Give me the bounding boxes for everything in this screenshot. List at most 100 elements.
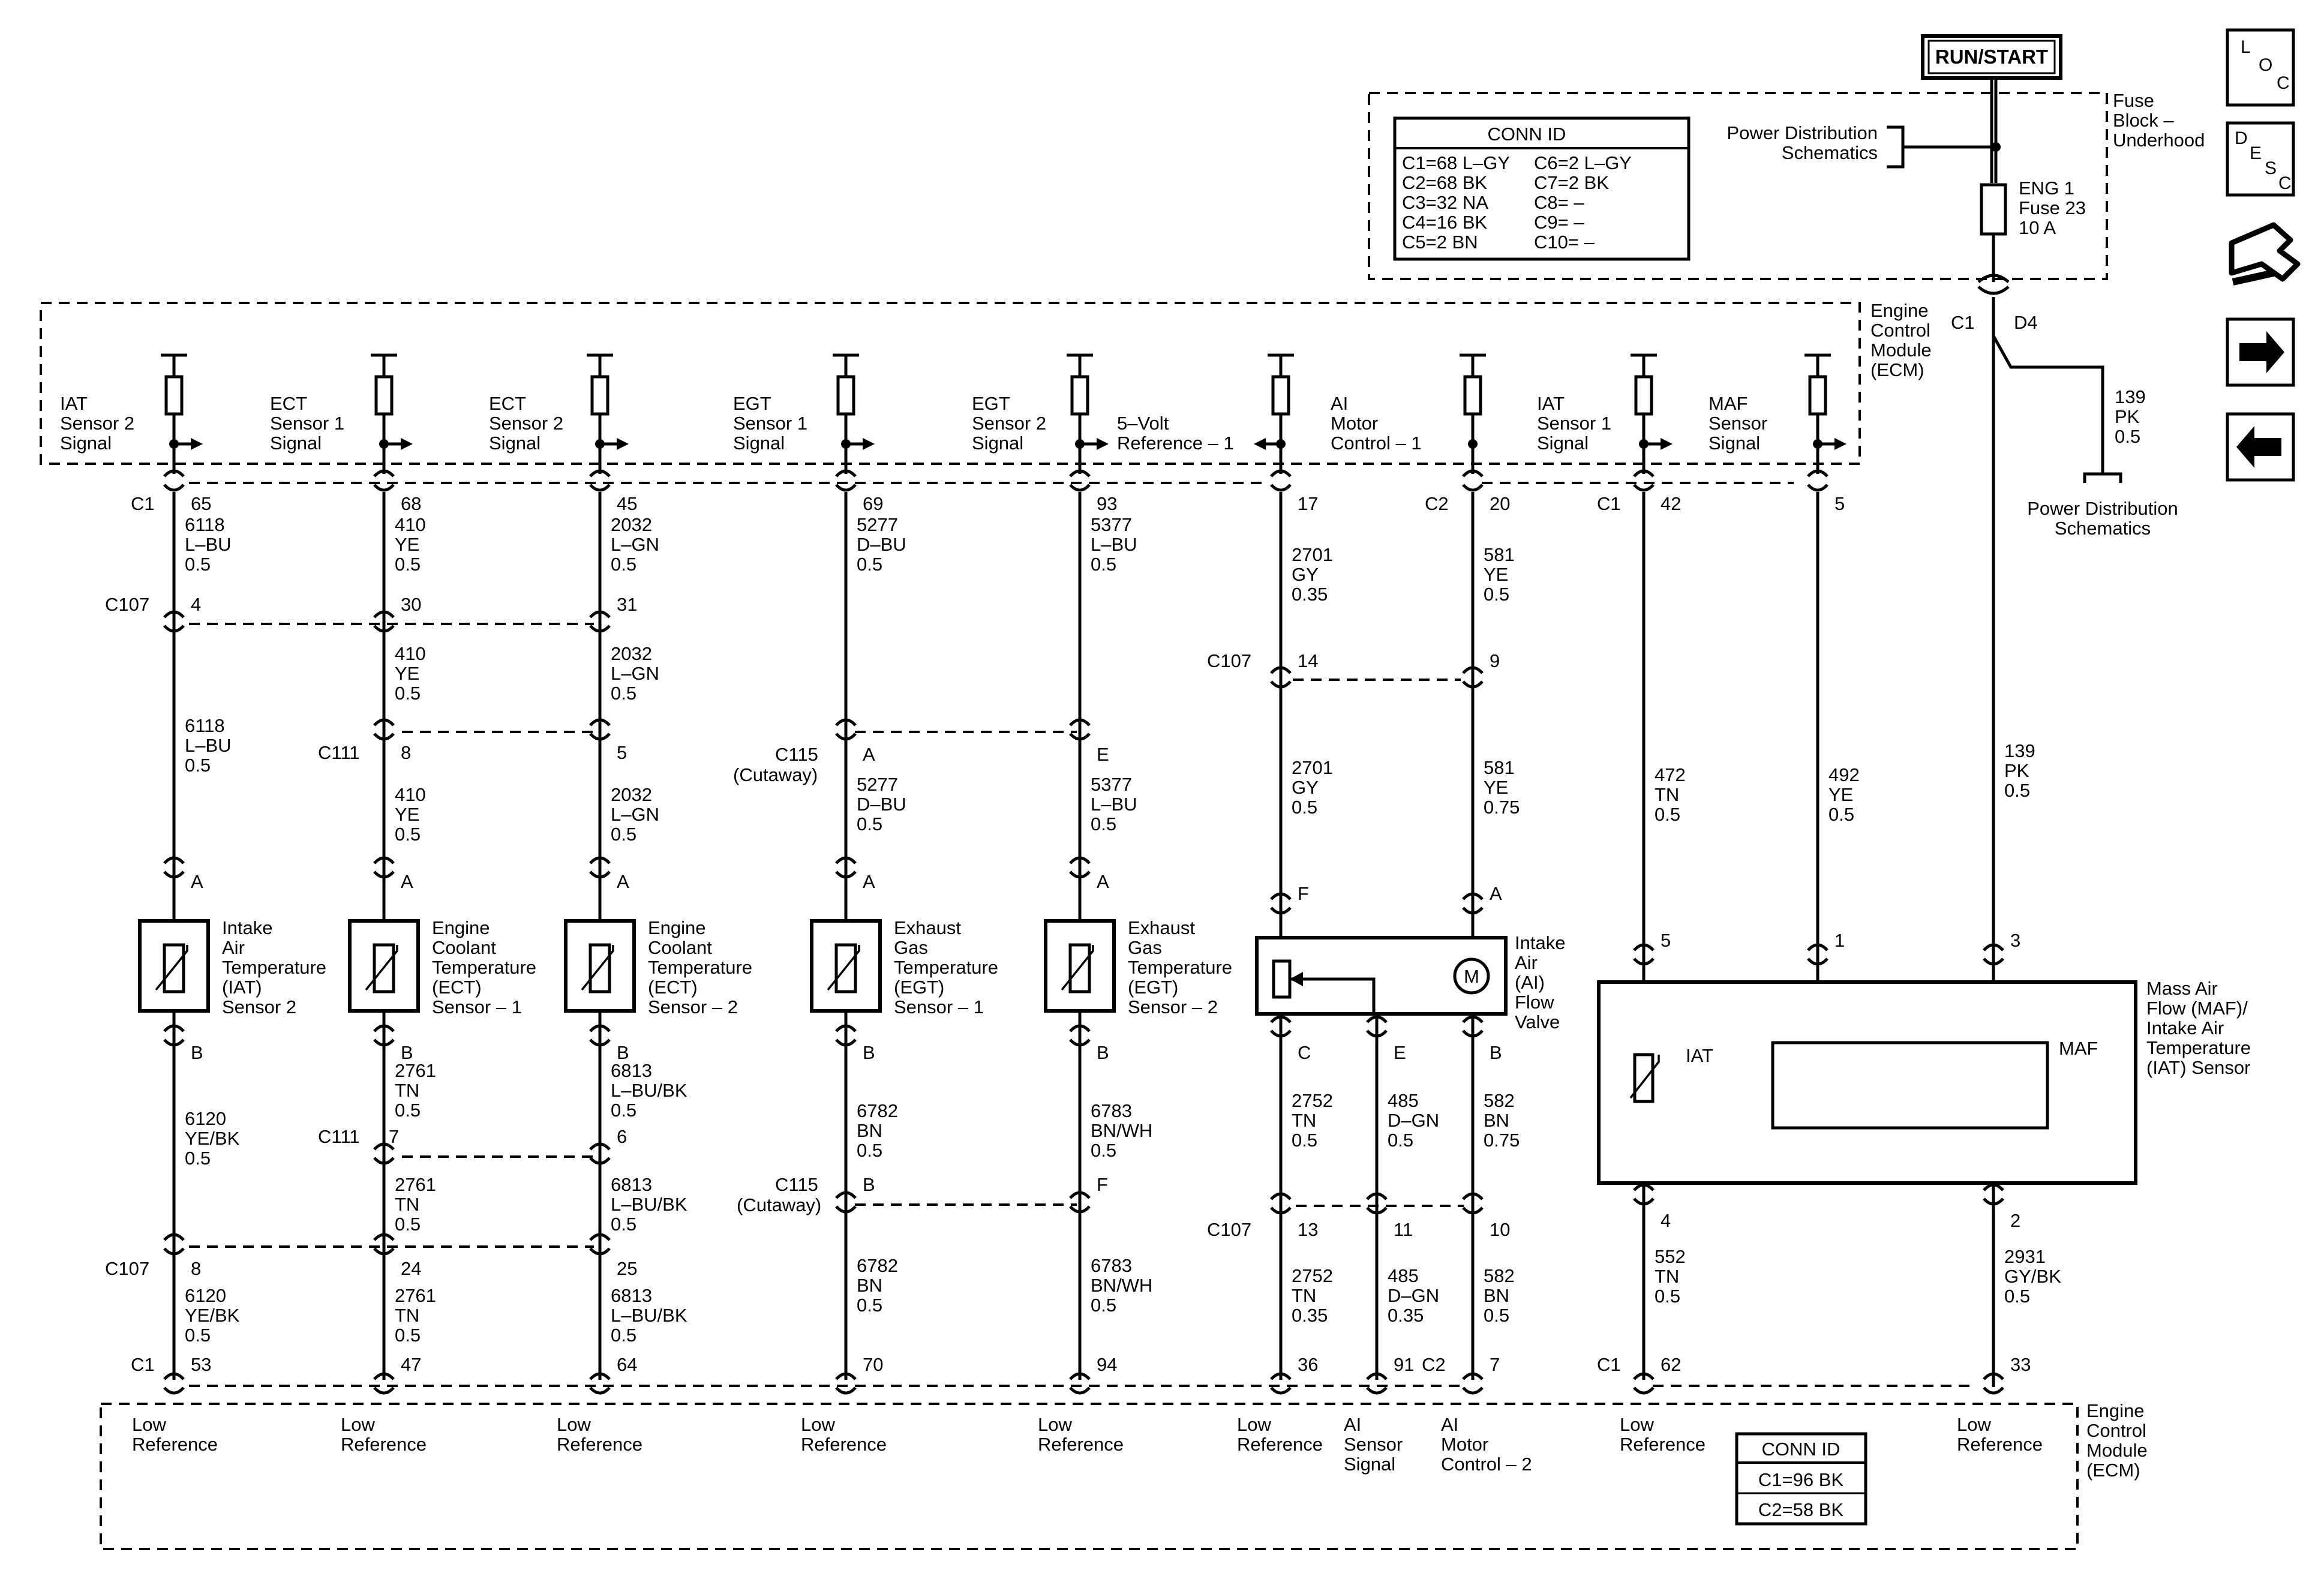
ecm-top-cavity-4-lower: [1069, 484, 1091, 492]
ai-top-cavity-1-lower: [1462, 906, 1484, 915]
thermistor-slash-4: [1061, 945, 1094, 991]
wire-label-6-1: YE: [1484, 564, 1508, 585]
maf-name-3: Intake Air: [2146, 1017, 2224, 1038]
conn-id-top-r3c0: C4=16 BK: [1402, 212, 1488, 233]
fuse-label-2: Fuse 23: [2019, 197, 2086, 218]
ecm-bottom-label-2: Control: [2086, 1420, 2146, 1441]
desc-letter-s: S: [2265, 158, 2277, 178]
c1-label-bottom: C1: [131, 1354, 155, 1375]
pin-c111-top-1: 5: [617, 742, 627, 763]
wire-label-21-2: 0.5: [611, 1100, 636, 1121]
ecm-bottom-cavity-0-lower: [163, 1386, 185, 1395]
wire-label-25-1: D–GN: [1388, 1110, 1439, 1131]
connector-icon[interactable]: [2229, 222, 2301, 286]
c107-ai-bottom-cavity-2-upper: [1462, 1192, 1484, 1200]
pin-ecm-bottom-0: 53: [191, 1354, 211, 1375]
wire-label-35-2: 0.35: [1388, 1305, 1424, 1326]
pullup-resistor-2: [590, 375, 609, 416]
sensor-a-cavity-4-lower: [1069, 870, 1091, 879]
pin-sensor-a-4: A: [1097, 871, 1109, 892]
top-signal-0-l1: IAT: [60, 393, 88, 414]
wire-label-26-1: BN: [1484, 1110, 1509, 1131]
c115-bottom-cavity-0-lower: [835, 1205, 857, 1214]
pin-sensor-a-0: A: [191, 871, 203, 892]
wire-label-3-1: D–BU: [857, 534, 906, 555]
pullup-resistor-6: [1463, 375, 1482, 416]
wire-label-37-0: 552: [1655, 1246, 1686, 1267]
sensor-label-3-2: Temperature: [894, 957, 998, 978]
ecm-bottom-cavity-2-upper: [589, 1372, 611, 1380]
wire-label-12-0: 5277: [857, 774, 898, 795]
back-arrow-icon[interactable]: [2226, 412, 2295, 482]
c107-top-cavity-0-lower: [163, 625, 185, 633]
pin-ecm-top-7: 42: [1661, 493, 1681, 514]
wire-label-7-0: 6118: [185, 715, 225, 736]
thermistor-slash-0: [155, 945, 188, 991]
pin-sensor-b-2: B: [617, 1042, 629, 1063]
wire-label-29-2: 0.5: [857, 1295, 882, 1316]
nav-desc-button[interactable]: D E S C: [2226, 121, 2295, 197]
ai-top-cavity-0-upper: [1270, 892, 1292, 900]
wire-label-38-2: 0.5: [2004, 1286, 2030, 1307]
ecm-top-cavity-3-lower: [835, 484, 857, 492]
pin-c107-bottom-2: 25: [617, 1258, 637, 1279]
fuse-block-label-3: Underhood: [2113, 130, 2205, 151]
maf-name-4: Temperature: [2146, 1037, 2251, 1058]
c111-label-1: C111: [318, 742, 360, 763]
sensor-b-cavity-2-upper: [589, 1024, 611, 1032]
ecm-top-cavity-1-upper: [373, 469, 395, 478]
sensor-b-cavity-4-upper: [1069, 1024, 1091, 1032]
ai-bottom-cavity-2-lower: [1462, 1029, 1484, 1038]
pin-ecm-top-8: 5: [1834, 493, 1845, 514]
c2-label-top: C2: [1425, 493, 1449, 514]
wire-labels: 6118L–BU0.5410YE0.52032L–GN0.55277D–BU0.…: [185, 514, 2061, 1346]
c107-ai-bottom-cavity-1-upper: [1366, 1192, 1388, 1200]
wire-label-2-2: 0.5: [611, 554, 636, 575]
c1-d4-c1-label: C1: [1951, 312, 1975, 333]
maf-element-label: MAF: [2059, 1038, 2098, 1059]
bottom-signal-4-l1: Low: [1038, 1414, 1072, 1435]
forward-arrow-icon[interactable]: [2226, 317, 2295, 387]
fuse-block-label-2: Block –: [2113, 110, 2174, 131]
ecm-top-box: [40, 302, 1861, 465]
wire-label-21-0: 6813: [611, 1060, 652, 1081]
pin-maf-top-1: 1: [1834, 930, 1845, 951]
pin-sensor-b-0: B: [191, 1042, 203, 1063]
signal-node-1: [379, 439, 389, 449]
pin-ecm-top-6: 20: [1490, 493, 1510, 514]
wire-label-36-1: BN: [1484, 1285, 1509, 1306]
wire-label-4-0: 5377: [1091, 514, 1132, 535]
top-signal-4-l2: Sensor 2: [972, 413, 1046, 434]
nav-loc-button[interactable]: L O C: [2226, 28, 2295, 107]
conn-id-top-r1c1: C7=2 BK: [1534, 172, 1609, 193]
sensor-label-3-3: (EGT): [894, 977, 944, 998]
bottom-signal-0-l1: Low: [132, 1414, 166, 1435]
wire-label-24-0: 2752: [1292, 1090, 1333, 1111]
c107-ai-bottom-cavity-1-lower: [1366, 1206, 1388, 1215]
sensor-label-4-0: Exhaust: [1128, 917, 1195, 938]
pin-ecm-bottom-9: 33: [2010, 1354, 2031, 1375]
pin-ai-bottom-1: E: [1394, 1042, 1406, 1063]
conn-id-top-r3c1: C9= –: [1534, 212, 1584, 233]
wire-label-7-2: 0.5: [185, 755, 211, 776]
sensor-label-3-4: Sensor – 1: [894, 996, 984, 1017]
desc-letter-e: E: [2250, 143, 2262, 163]
sensor-a-cavity-3-upper: [835, 856, 857, 864]
sensor-label-0-4: Sensor 2: [222, 996, 296, 1017]
run-start-box: RUN/START: [1921, 34, 2062, 80]
bottom-signal-6-l2: Sensor: [1344, 1434, 1403, 1455]
wire-label-20-0: 2761: [395, 1060, 436, 1081]
signal-arrow-2: [617, 438, 629, 450]
wire-label-4-1: L–BU: [1091, 534, 1137, 555]
ecm-top-cavity-7-lower: [1633, 484, 1655, 492]
signal-arrow-0: [191, 438, 203, 450]
bottom-signal-3-l1: Low: [801, 1414, 835, 1435]
pin-sensor-b-3: B: [863, 1042, 875, 1063]
top-signal-1-l3: Signal: [270, 433, 322, 454]
c1-label-top: C1: [131, 493, 155, 514]
maf-top-cavity-2-lower: [1983, 957, 2004, 966]
pin-c107-ai-0: 14: [1298, 650, 1318, 671]
c107-label-ai: C107: [1207, 650, 1251, 671]
sensor-label-1-4: Sensor – 1: [432, 996, 522, 1017]
wire-label-10-0: 410: [395, 784, 426, 805]
